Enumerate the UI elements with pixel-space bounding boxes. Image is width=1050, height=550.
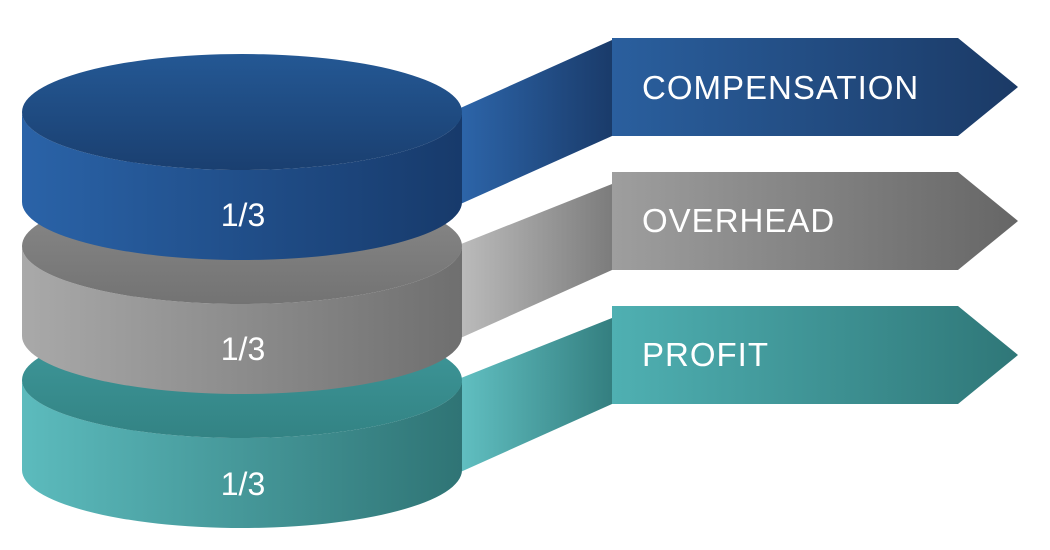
profit-cylinder-side [22,380,462,528]
profit-fraction: 1/3 [221,466,265,502]
compensation-arrow [612,38,1018,136]
overhead-label: OVERHEAD [642,202,835,239]
layer-profit: PROFIT 1/3 [22,306,1018,528]
profit-arrow [612,306,1018,404]
compensation-ribbon [456,40,612,206]
overhead-fraction: 1/3 [221,331,265,367]
compensation-label: COMPENSATION [642,69,919,106]
profit-ribbon [456,318,612,474]
compensation-cylinder-side [22,112,462,260]
overhead-arrow [612,172,1018,270]
profit-label: PROFIT [642,336,769,373]
overhead-ribbon [456,184,612,340]
layer-compensation: COMPENSATION 1/3 [22,38,1018,260]
overhead-cylinder-side [22,246,462,394]
compensation-fraction: 1/3 [221,197,265,233]
compensation-cylinder-top [22,54,462,170]
